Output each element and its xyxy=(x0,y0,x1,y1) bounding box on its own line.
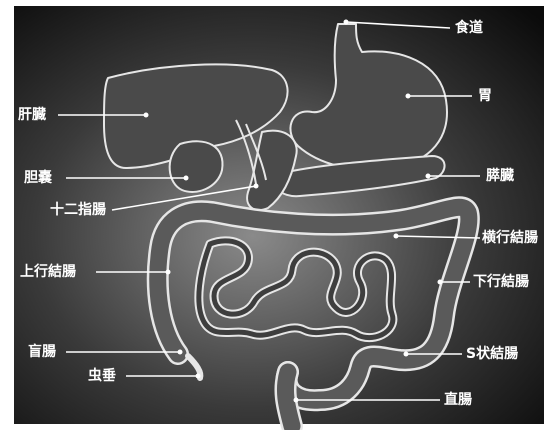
dot-transverse xyxy=(394,234,399,239)
gallbladder-shape xyxy=(170,141,223,192)
dot-pancreas xyxy=(426,174,431,179)
dot-sigmoid xyxy=(404,352,409,357)
dot-cecum xyxy=(178,350,183,355)
label-esophagus: 食道 xyxy=(455,20,483,36)
dot-appendix xyxy=(196,374,201,379)
label-stomach: 胃 xyxy=(478,88,492,104)
label-rectum: 直腸 xyxy=(444,392,472,408)
label-duodenum: 十二指腸 xyxy=(50,202,106,218)
dot-stomach xyxy=(406,94,411,99)
rectum-fill xyxy=(285,372,292,426)
label-cecum: 盲腸 xyxy=(28,344,56,360)
dot-rectum xyxy=(294,398,299,403)
dot-liver xyxy=(144,113,149,118)
dot-ascending xyxy=(166,270,171,275)
dot-descending xyxy=(438,280,443,285)
dot-duodenum xyxy=(254,184,259,189)
label-appendix: 虫垂 xyxy=(88,368,116,384)
dot-esophagus xyxy=(344,20,349,25)
label-transverse-colon: 横行結腸 xyxy=(482,230,538,246)
label-descending-colon: 下行結腸 xyxy=(473,274,529,290)
label-ascending-colon: 上行結腸 xyxy=(20,264,76,280)
label-pancreas: 膵臓 xyxy=(486,168,514,184)
label-sigmoid-colon: S状結腸 xyxy=(466,346,518,362)
dot-gallbladder xyxy=(184,176,189,181)
label-gallbladder: 胆嚢 xyxy=(24,170,52,186)
label-liver: 肝臓 xyxy=(18,107,46,123)
